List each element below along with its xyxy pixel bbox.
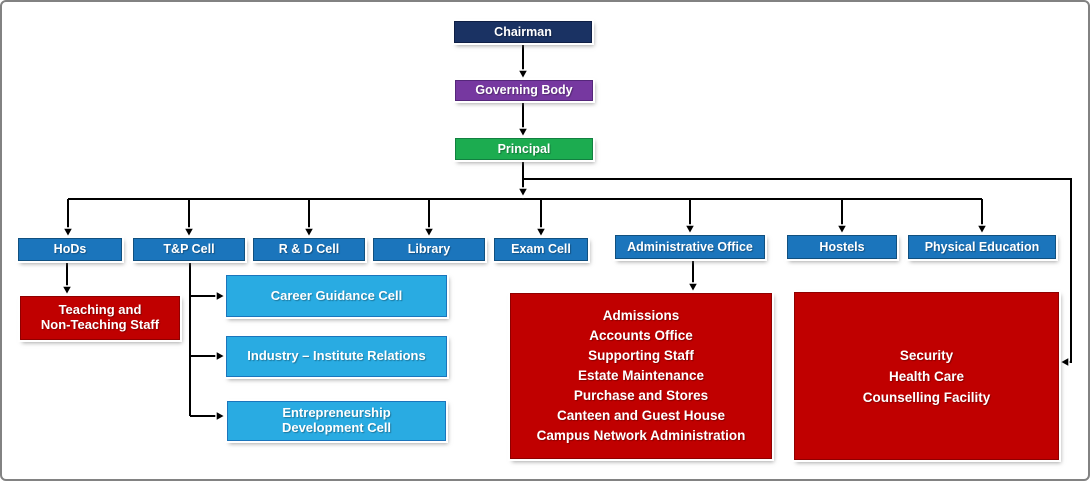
node-admin-office: Administrative Office: [615, 235, 765, 259]
node-support-services-line: Security: [899, 347, 954, 363]
node-exam-cell-label: Exam Cell: [511, 242, 571, 257]
node-rd-cell: R & D Cell: [253, 238, 365, 261]
node-admin-units-line: Campus Network Administration: [536, 428, 746, 443]
node-governing-body-label: Governing Body: [475, 83, 573, 98]
node-physical-education-label: Physical Education: [924, 239, 1040, 254]
node-teaching-staff: Teaching and Non-Teaching Staff: [20, 296, 180, 340]
node-admin-units-line: Estate Maintenance: [577, 368, 705, 383]
node-support-services: Security Health Care Counselling Facilit…: [794, 292, 1059, 460]
node-support-services-line: Health Care: [888, 368, 965, 384]
node-entrepreneurship: Entrepreneurship Development Cell: [227, 401, 446, 441]
node-entrepreneurship-line: Entrepreneurship: [282, 405, 391, 421]
node-support-services-line: Counselling Facility: [862, 389, 991, 405]
node-chairman-label: Chairman: [494, 24, 552, 39]
node-industry-institute: Industry – Institute Relations: [226, 336, 447, 377]
node-career-guidance-label: Career Guidance Cell: [270, 287, 403, 303]
node-admin-units: Admissions Accounts Office Supporting St…: [510, 293, 772, 459]
connector-lines: [66, 43, 1072, 417]
node-teaching-staff-line: Teaching and: [58, 302, 142, 318]
node-tp-cell-label: T&P Cell: [163, 242, 215, 257]
node-career-guidance: Career Guidance Cell: [226, 275, 447, 317]
node-admin-units-line: Purchase and Stores: [573, 388, 709, 403]
node-hostels: Hostels: [787, 235, 897, 259]
node-library-label: Library: [407, 242, 451, 257]
node-rd-cell-label: R & D Cell: [278, 242, 340, 257]
node-entrepreneurship-line: Development Cell: [281, 420, 392, 435]
node-admin-units-line: Accounts Office: [589, 328, 693, 343]
node-principal-label: Principal: [497, 141, 551, 156]
node-exam-cell: Exam Cell: [494, 238, 588, 261]
node-tp-cell: T&P Cell: [133, 238, 245, 261]
node-hods-label: HoDs: [53, 242, 87, 257]
node-admin-units-line: Canteen and Guest House: [556, 408, 726, 423]
node-hostels-label: Hostels: [819, 239, 865, 254]
node-library: Library: [373, 238, 485, 261]
arrowheads: [60, 69, 1070, 423]
node-industry-institute-label: Industry – Institute Relations: [247, 348, 426, 364]
node-governing-body: Governing Body: [455, 80, 593, 101]
node-admin-units-line: Supporting Staff: [588, 348, 694, 363]
node-principal: Principal: [455, 138, 593, 160]
node-physical-education: Physical Education: [908, 235, 1056, 259]
node-teaching-staff-line: Non-Teaching Staff: [40, 317, 160, 332]
node-hods: HoDs: [18, 238, 122, 261]
node-admin-office-label: Administrative Office: [627, 239, 753, 254]
node-admin-units-line: Admissions: [602, 308, 680, 323]
node-chairman: Chairman: [454, 21, 592, 43]
